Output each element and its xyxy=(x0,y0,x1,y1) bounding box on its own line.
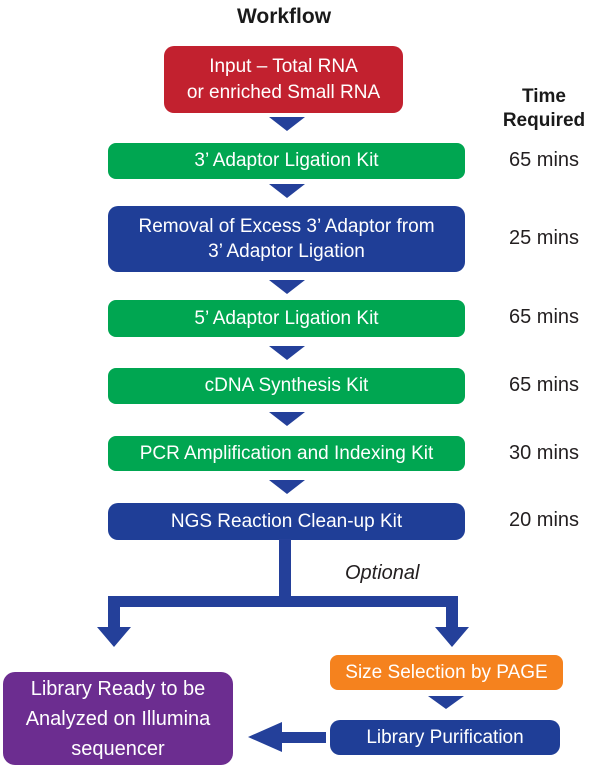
step-ngs-cleanup: NGS Reaction Clean-up Kit xyxy=(108,503,465,540)
arrow-down-icon xyxy=(97,627,131,647)
step-library-purification: Library Purification xyxy=(330,720,560,755)
step-library-ready: Library Ready to be Analyzed on Illumina… xyxy=(3,672,233,765)
step-removal-excess-adaptor: Removal of Excess 3’ Adaptor from 3’ Ada… xyxy=(108,206,465,272)
time-value: 65 mins xyxy=(508,149,580,171)
arrow-down-icon xyxy=(269,117,305,131)
arrow-down-icon xyxy=(269,480,305,494)
time-value: 30 mins xyxy=(508,442,580,464)
connector-horizontal-bar xyxy=(108,596,458,607)
step-pcr-amplification: PCR Amplification and Indexing Kit xyxy=(108,436,465,471)
arrow-down-icon xyxy=(269,280,305,294)
time-required-header: Time Required xyxy=(502,86,586,132)
connector-left-arrow-shaft xyxy=(282,732,326,743)
arrow-down-icon xyxy=(269,184,305,198)
step-5prime-adaptor-ligation: 5’ Adaptor Ligation Kit xyxy=(108,300,465,337)
arrow-down-icon xyxy=(435,627,469,647)
connector-right-stem xyxy=(446,596,458,628)
arrow-down-icon xyxy=(269,412,305,426)
arrow-down-icon xyxy=(428,696,464,709)
step-input-rna: Input – Total RNA or enriched Small RNA xyxy=(164,46,403,113)
step-cdna-synthesis: cDNA Synthesis Kit xyxy=(108,368,465,404)
page-title: Workflow xyxy=(236,5,332,28)
step-3prime-adaptor-ligation: 3’ Adaptor Ligation Kit xyxy=(108,143,465,179)
time-value: 25 mins xyxy=(508,227,580,249)
time-value: 20 mins xyxy=(508,509,580,531)
arrow-left-icon xyxy=(248,722,282,752)
step-size-selection: Size Selection by PAGE xyxy=(330,655,563,690)
optional-label: Optional xyxy=(345,562,420,584)
time-value: 65 mins xyxy=(508,306,580,328)
connector-left-stem xyxy=(108,596,120,628)
arrow-down-icon xyxy=(269,346,305,360)
time-value: 65 mins xyxy=(508,374,580,396)
connector-stem xyxy=(279,539,291,597)
